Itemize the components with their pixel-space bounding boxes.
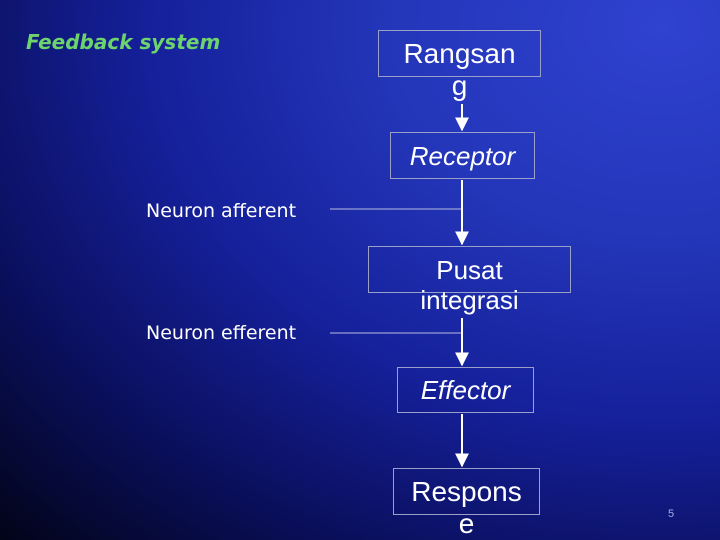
node-receptor-text: Receptor <box>409 141 516 171</box>
label-neuron-efferent: Neuron efferent <box>146 322 297 344</box>
node-rangsang: Rangsan g <box>378 30 541 101</box>
node-pusat-integrasi-text: Pusat integrasi <box>420 255 519 315</box>
node-respons: Respons e <box>393 468 540 539</box>
node-effector-text: Effector <box>420 375 511 405</box>
node-rangsang-text: Rangsan g <box>403 38 516 101</box>
node-effector: Effector <box>397 367 534 413</box>
node-respons-text: Respons e <box>411 476 522 539</box>
page-number: 5 <box>668 508 675 520</box>
node-receptor: Receptor <box>390 132 535 179</box>
node-pusat-integrasi: Pusat integrasi <box>368 246 571 315</box>
slide-title: Feedback system <box>26 30 221 54</box>
label-neuron-afferent: Neuron afferent <box>146 200 297 222</box>
